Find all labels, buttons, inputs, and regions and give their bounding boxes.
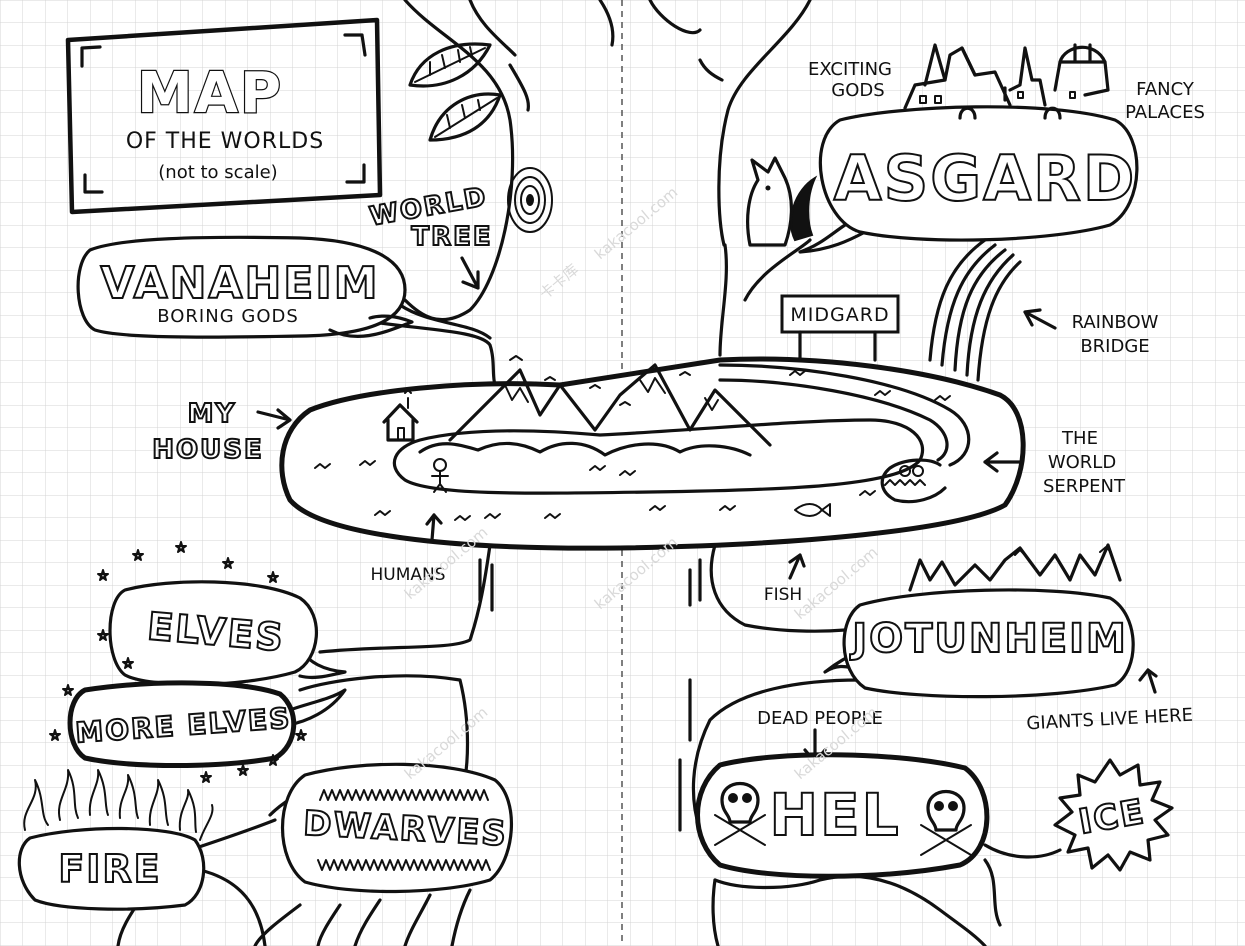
jotunheim-label: JOTUNHEIM	[849, 616, 1128, 662]
world-tree-label-line2: TREE	[411, 222, 492, 252]
midgard-label: MIDGARD	[790, 304, 889, 326]
arrow-up-icon	[1138, 668, 1158, 694]
jotunheim-mountains-icon	[908, 543, 1122, 592]
squirrel-icon	[746, 156, 818, 247]
jotunheim-bubble: JOTUNHEIM	[823, 588, 1135, 699]
flames-icon	[23, 769, 214, 841]
vanaheim-label: VANAHEIM	[100, 258, 379, 309]
ice-starburst: ICE	[1053, 758, 1174, 872]
hel-bubble: HEL	[695, 752, 990, 879]
serpent-head-icon	[880, 458, 947, 504]
arrow-down-icon	[460, 256, 480, 290]
world-serpent-line3: SERPENT	[1043, 476, 1126, 497]
house-icon	[382, 389, 419, 442]
arrow-up-icon	[425, 513, 443, 542]
rainbow-bridge-line2: BRIDGE	[1080, 336, 1149, 357]
title-sub: OF THE WORLDS	[126, 129, 324, 154]
arrow-up-icon	[788, 553, 806, 580]
humans-label: HUMANS	[370, 565, 445, 585]
fire-label: FIRE	[58, 847, 161, 891]
title-box: MAP OF THE WORLDS (not to scale)	[65, 17, 383, 215]
tree-knot-icon	[507, 167, 553, 233]
arrow-right-icon	[256, 408, 292, 430]
arrow-left-icon	[1023, 308, 1057, 330]
world-tree-trunk	[116, 0, 1062, 946]
title-note: (not to scale)	[158, 162, 277, 183]
dwarves-bubble: DWARVES	[280, 762, 513, 894]
vanaheim-sub-label: BORING GODS	[157, 306, 299, 327]
arrow-left-icon	[983, 451, 1022, 473]
my-house-line2: HOUSE	[152, 435, 263, 465]
fancy-palaces-line1: FANCY	[1136, 79, 1195, 100]
my-house-line1: MY	[188, 399, 237, 429]
midgard-sign: MIDGARD	[780, 294, 900, 362]
more-elves-bubble: MORE ELVES	[67, 680, 347, 768]
leaf-icon	[408, 42, 502, 142]
exciting-gods-line1: EXCITING	[808, 59, 892, 80]
skull-icon	[714, 782, 766, 846]
elves-bubble: ELVES	[108, 580, 347, 686]
midgard-disc	[279, 355, 1026, 551]
fancy-palaces-line2: PALACES	[1125, 102, 1205, 123]
fish-label: FISH	[764, 585, 802, 605]
fish-icon	[794, 503, 831, 517]
dead-people-label: DEAD PEOPLE	[757, 708, 883, 729]
rainbow-bridge-line1: RAINBOW	[1072, 312, 1159, 333]
exciting-gods-line2: GODS	[831, 80, 884, 101]
fire-bubble: FIRE	[17, 826, 206, 911]
star-icon	[49, 541, 307, 783]
world-serpent-line2: WORLD	[1048, 452, 1116, 473]
rainbow-bridge-icon	[928, 238, 1022, 382]
vanaheim-bubble: VANAHEIM BORING GODS	[76, 235, 414, 339]
castle-icon	[903, 43, 1110, 120]
hel-label: HEL	[769, 781, 900, 849]
title-main: MAP	[137, 61, 283, 126]
world-serpent-line1: THE	[1061, 428, 1098, 449]
asgard-bubble: ASGARD	[798, 105, 1139, 254]
human-figure-icon	[431, 458, 449, 493]
skull-icon	[920, 790, 972, 856]
asgard-label: ASGARD	[834, 142, 1137, 215]
